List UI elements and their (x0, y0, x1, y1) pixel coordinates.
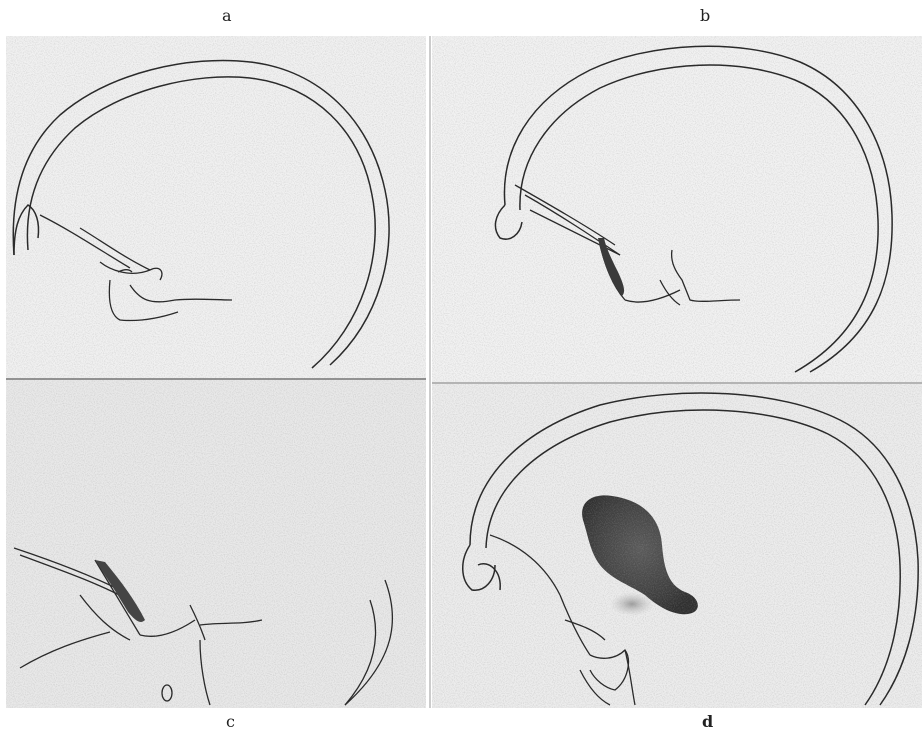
panel-label-c: c (226, 712, 235, 731)
panel-d-background (432, 384, 922, 708)
panel-d-mass-shadow (610, 592, 654, 616)
panel-label-d: d (702, 712, 713, 731)
panel-a-background (6, 36, 426, 378)
panel-label-b: b (700, 6, 710, 25)
panel-b-background (432, 36, 922, 382)
panel-label-a: a (222, 6, 232, 25)
panel-c-background (6, 378, 426, 708)
